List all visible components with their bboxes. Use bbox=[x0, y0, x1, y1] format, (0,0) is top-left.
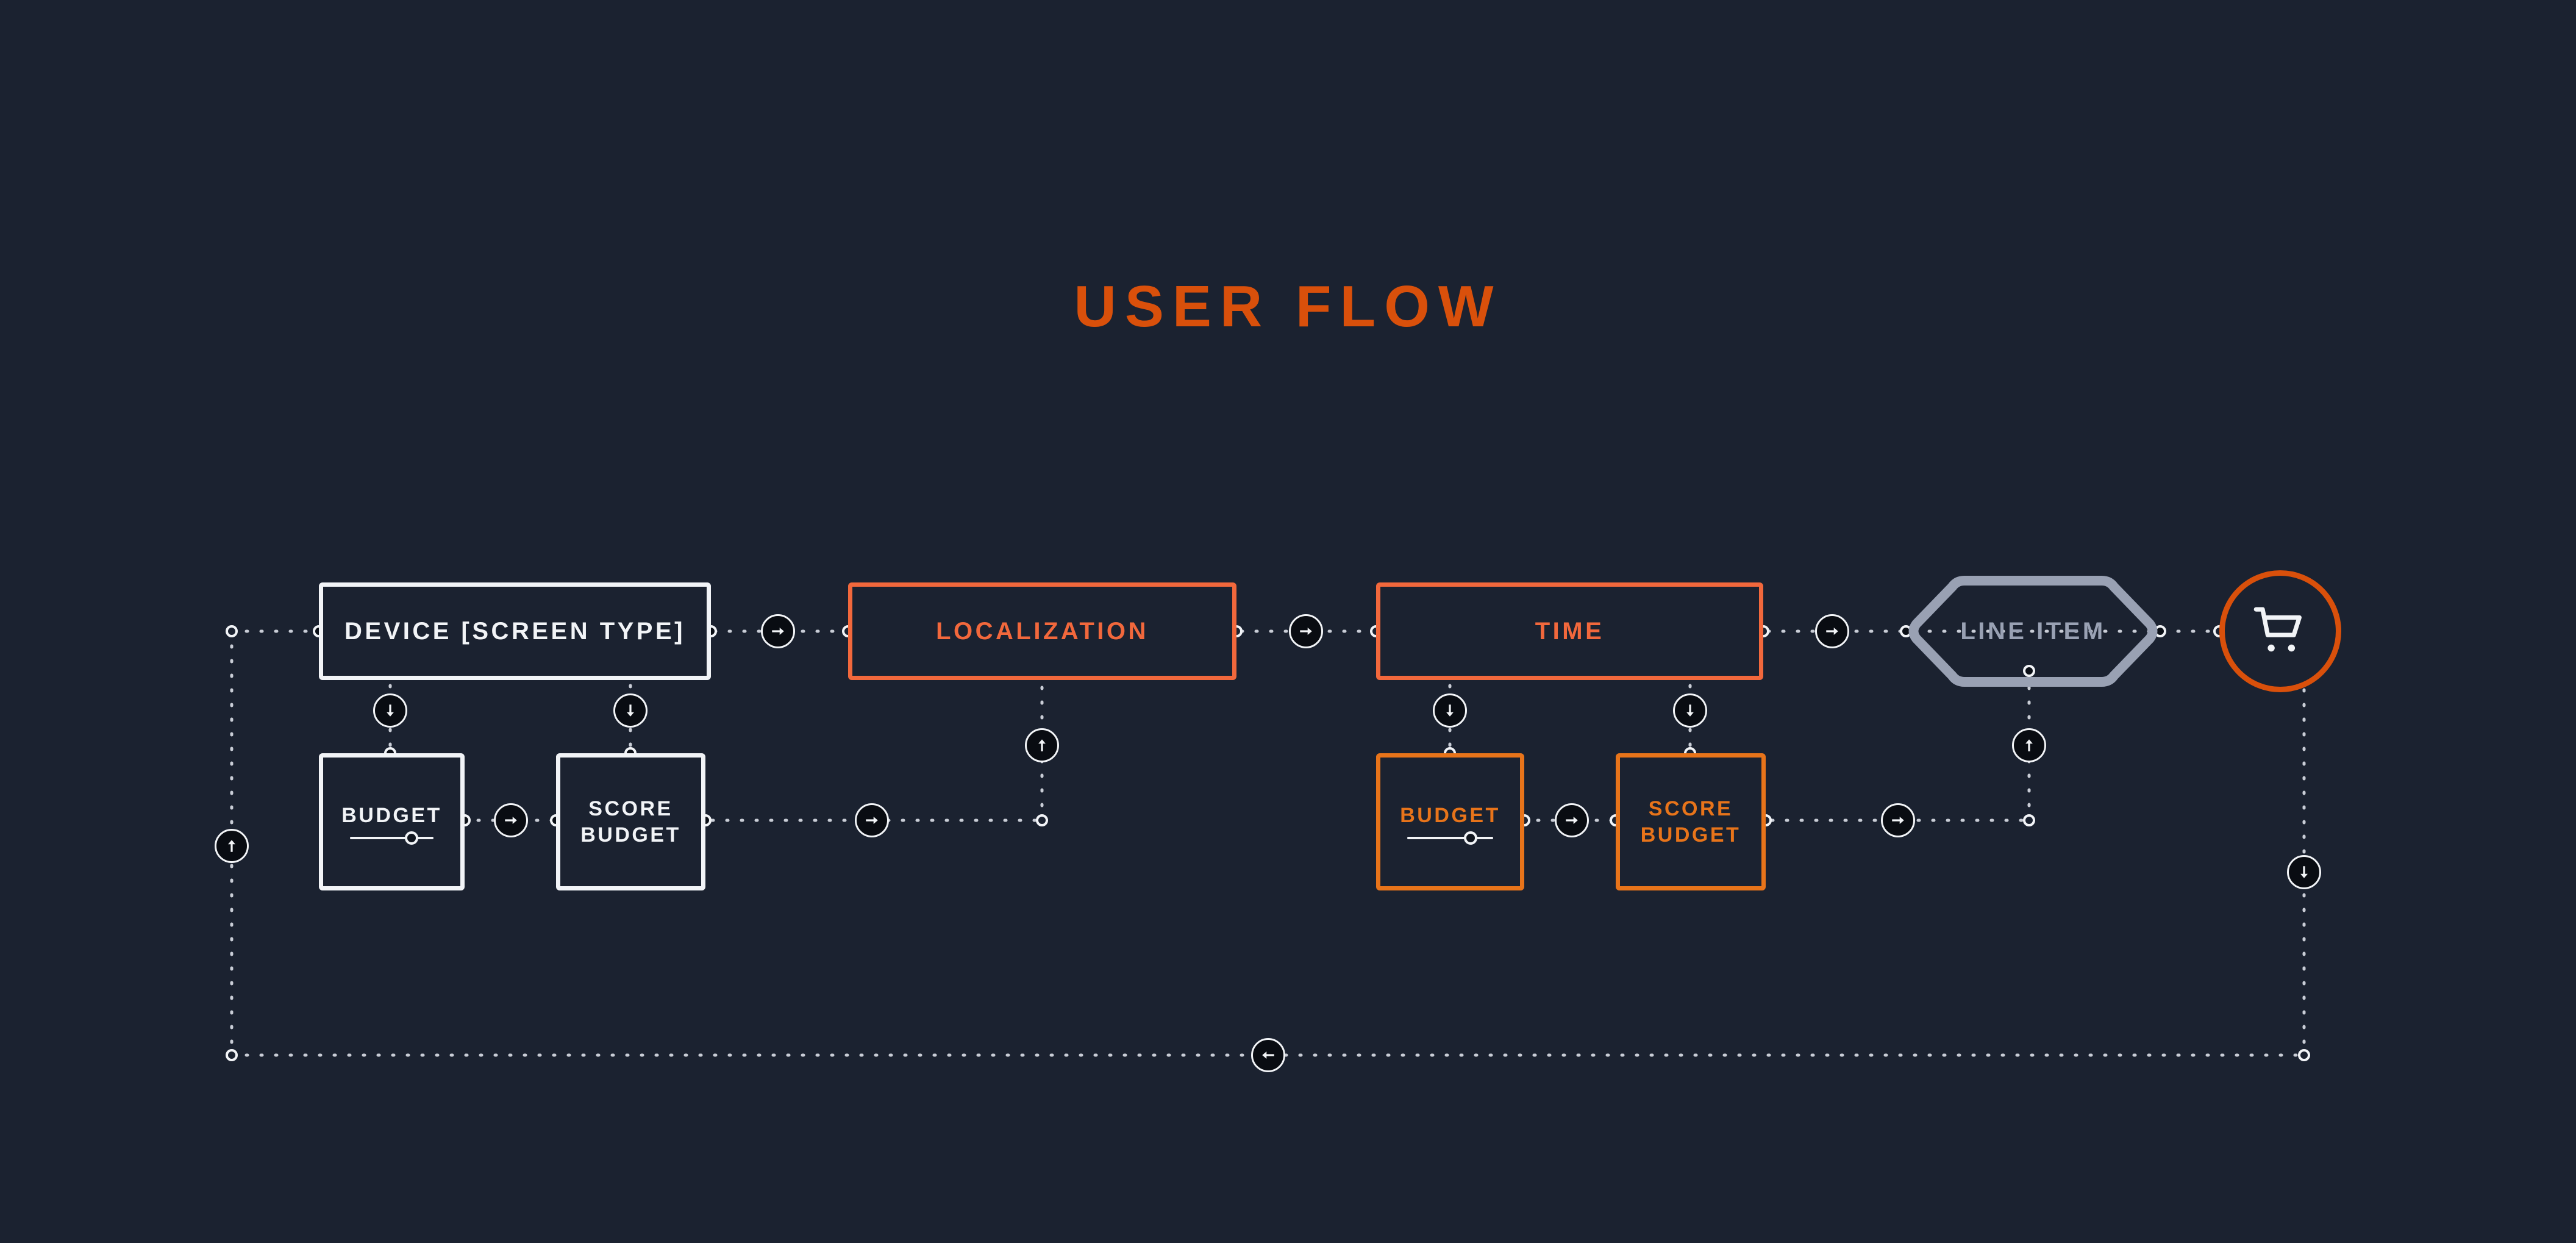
junction-start bbox=[226, 625, 238, 637]
node-score-budget-right[interactable]: SCORE BUDGET bbox=[1616, 753, 1766, 890]
junction-line-item-bottom bbox=[2023, 665, 2035, 677]
arrow-right-icon bbox=[866, 817, 878, 824]
junction-localization-riser bbox=[1036, 814, 1048, 826]
node-device-label: DEVICE [SCREEN TYPE] bbox=[344, 618, 685, 645]
budget-slider-left[interactable] bbox=[350, 831, 433, 845]
node-budget-right-label: BUDGET bbox=[1400, 804, 1500, 827]
marker-return-left[interactable] bbox=[1251, 1038, 1285, 1072]
node-localization-label: LOCALIZATION bbox=[936, 618, 1149, 645]
page-title: USER FLOW bbox=[1074, 274, 1502, 339]
slider-knob[interactable] bbox=[1464, 831, 1478, 845]
junction-line-item-riser bbox=[2023, 814, 2035, 826]
marker-budget-to-score-budget[interactable] bbox=[494, 803, 528, 837]
arrow-left-icon bbox=[1262, 1051, 1274, 1059]
marker-budget-to-score-budget-right[interactable] bbox=[1555, 803, 1589, 837]
node-line-item[interactable]: LINE ITEM bbox=[1906, 573, 2160, 689]
marker-time-to-line-item[interactable] bbox=[1815, 614, 1849, 648]
slider-track bbox=[350, 837, 433, 839]
marker-score-budget-to-line-item[interactable] bbox=[1881, 803, 1915, 837]
arrow-up-icon bbox=[1038, 739, 1046, 751]
arrow-right-icon bbox=[1566, 817, 1578, 824]
node-score-budget-right-label: SCORE BUDGET bbox=[1640, 797, 1741, 847]
marker-time-to-score-budget[interactable] bbox=[1673, 693, 1707, 728]
budget-slider-right[interactable] bbox=[1407, 831, 1493, 845]
marker-localization-to-time[interactable] bbox=[1289, 614, 1323, 648]
junction-bottom-left bbox=[226, 1049, 238, 1061]
arrow-right-icon bbox=[1300, 628, 1312, 635]
node-device[interactable]: DEVICE [SCREEN TYPE] bbox=[319, 582, 711, 680]
node-budget-left-label: BUDGET bbox=[341, 804, 442, 827]
node-cart[interactable] bbox=[2219, 570, 2341, 692]
node-localization[interactable]: LOCALIZATION bbox=[848, 582, 1236, 680]
marker-device-to-score-budget[interactable] bbox=[613, 693, 648, 728]
slider-track bbox=[1407, 837, 1493, 839]
arrow-right-icon bbox=[772, 628, 784, 635]
arrow-down-icon bbox=[1686, 704, 1694, 717]
arrow-down-icon bbox=[387, 704, 394, 717]
arrow-right-icon bbox=[1826, 628, 1838, 635]
marker-localization-up[interactable] bbox=[1025, 728, 1059, 762]
marker-start-up[interactable] bbox=[215, 829, 249, 863]
node-time[interactable]: TIME bbox=[1376, 582, 1763, 680]
arrow-right-icon bbox=[505, 817, 517, 824]
arrow-up-icon bbox=[228, 840, 235, 852]
slider-knob[interactable] bbox=[405, 831, 419, 845]
marker-device-to-budget[interactable] bbox=[373, 693, 407, 728]
node-budget-right[interactable]: BUDGET bbox=[1376, 753, 1524, 890]
marker-line-item-up[interactable] bbox=[2012, 728, 2046, 762]
junction-bottom-right bbox=[2298, 1049, 2310, 1061]
marker-time-to-budget[interactable] bbox=[1433, 693, 1467, 728]
arrow-down-icon bbox=[1446, 704, 1454, 717]
marker-cart-down[interactable] bbox=[2287, 855, 2321, 889]
node-line-item-label: LINE ITEM bbox=[1960, 617, 2106, 645]
node-time-label: TIME bbox=[1535, 618, 1605, 645]
node-budget-left[interactable]: BUDGET bbox=[319, 753, 465, 890]
marker-score-budget-to-localization[interactable] bbox=[855, 803, 889, 837]
shopping-cart-icon bbox=[2253, 607, 2302, 652]
marker-device-to-localization[interactable] bbox=[761, 614, 795, 648]
arrow-up-icon bbox=[2025, 739, 2033, 751]
arrow-down-icon bbox=[627, 704, 634, 717]
arrow-right-icon bbox=[1892, 817, 1904, 824]
node-score-budget-left[interactable]: SCORE BUDGET bbox=[556, 753, 705, 890]
arrow-down-icon bbox=[2300, 866, 2308, 878]
node-score-budget-left-label: SCORE BUDGET bbox=[580, 797, 681, 847]
